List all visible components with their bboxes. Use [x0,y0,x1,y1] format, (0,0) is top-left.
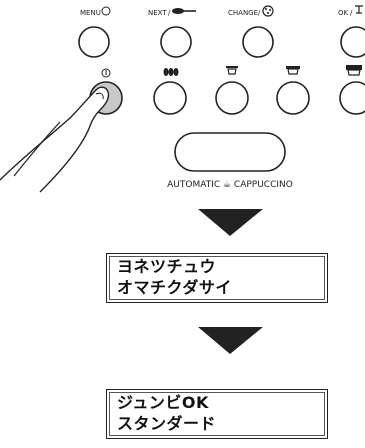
menu-label: MENU [80,9,101,17]
cappuccino-button[interactable] [174,132,286,172]
power-icon [101,68,111,78]
large-cup-icon [346,65,362,76]
menu-button[interactable] [78,26,110,58]
large-cup-button-group [339,65,365,115]
circle-icon [101,6,111,16]
display-ready-line1: ジュンビOK [117,393,209,412]
small-cup-icon [226,66,238,75]
medium-cup-button[interactable] [276,81,310,115]
display-ready: ジュンビOK スタンダード [106,389,328,439]
dial-icon [262,5,274,17]
change-button[interactable] [242,26,274,58]
next-button-group: NEXT / [148,8,196,58]
small-cup-button[interactable] [215,81,249,115]
hand-illustration [0,86,110,193]
svg-text:/: / [350,9,353,17]
display-warming-line1: ヨネツチュウ [117,257,217,276]
svg-text:/: / [168,9,171,17]
next-label: NEXT [148,9,167,17]
tap-icon [355,5,363,14]
ok-label: OK [338,9,349,17]
cappuccino-button-group: AUTOMATIC ☕ CAPPUCCINO [167,132,293,190]
menu-button-group: MENU [78,6,111,58]
ok-button[interactable] [340,26,365,58]
small-cup-button-group [215,66,249,115]
svg-text:/: / [258,9,261,17]
next-button[interactable] [160,26,192,58]
spoon-icon [172,8,196,14]
change-button-group: CHANGE / [228,5,274,58]
beans-button-group [153,68,187,115]
down-arrow-icon [198,327,263,354]
display-warming-line2: オマチクダサイ [117,278,232,297]
change-label: CHANGE [228,9,258,17]
beans-button[interactable] [153,81,187,115]
medium-cup-icon [286,66,300,75]
display-ready-line2: スタンダード [117,414,217,433]
medium-cup-button-group [276,66,310,115]
down-arrow-icon [198,209,263,236]
large-cup-button[interactable] [339,81,365,115]
cappuccino-label: AUTOMATIC ☕ CAPPUCCINO [167,180,293,190]
beans-icon [163,68,179,76]
display-warming: ヨネツチュウ オマチクダサイ [106,253,328,303]
ok-button-group: OK / [338,5,365,58]
